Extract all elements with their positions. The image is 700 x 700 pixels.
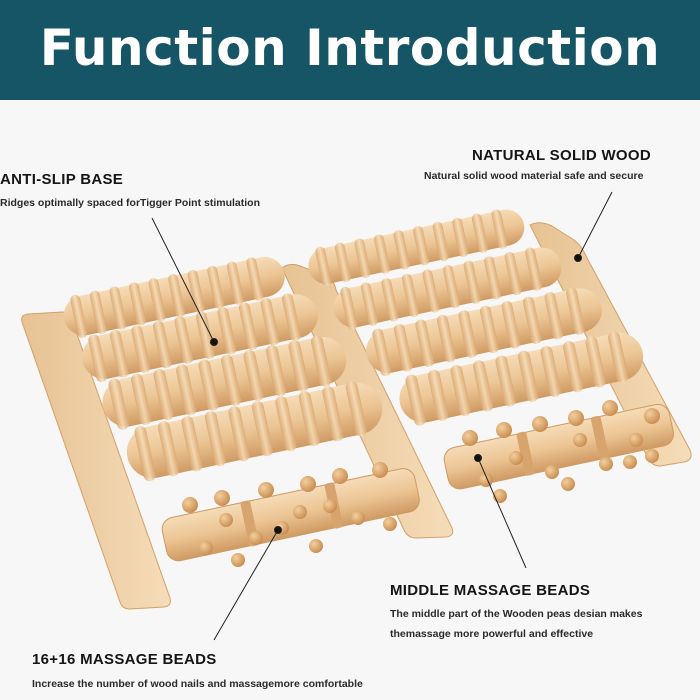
callout-natural-wood-desc: Natural solid wood material safe and sec… bbox=[424, 170, 644, 182]
callout-anti-slip-title: ANTI-SLIP BASE bbox=[0, 171, 124, 188]
left-frame bbox=[21, 311, 171, 610]
page-title: Function Introduction bbox=[39, 19, 661, 77]
foot-roller-illustration bbox=[21, 191, 692, 641]
callout-anti-slip-desc: Ridges optimally spaced forTigger Point … bbox=[0, 197, 261, 209]
left-rollers bbox=[63, 256, 383, 482]
callout-beads-count-title: 16+16 MASSAGE BEADS bbox=[32, 651, 217, 668]
callout-middle-beads-title: MIDDLE MASSAGE BEADS bbox=[390, 582, 591, 599]
callout-middle-beads-desc-2: themassage more powerful and effective bbox=[390, 628, 594, 640]
callout-natural-wood-title: NATURAL SOLID WOOD bbox=[472, 147, 651, 164]
leader-lines bbox=[151, 191, 613, 641]
front-bead-bar-right bbox=[443, 400, 674, 503]
front-bead-bar-left bbox=[161, 462, 420, 567]
product-stage bbox=[0, 100, 700, 700]
right-rollers bbox=[308, 209, 644, 426]
callout-beads-count-desc: Increase the number of wood nails and ma… bbox=[32, 678, 363, 690]
callout-middle-beads-desc-1: The middle part of the Wooden peas desia… bbox=[390, 608, 643, 620]
title-banner: Function Introduction bbox=[0, 0, 700, 100]
